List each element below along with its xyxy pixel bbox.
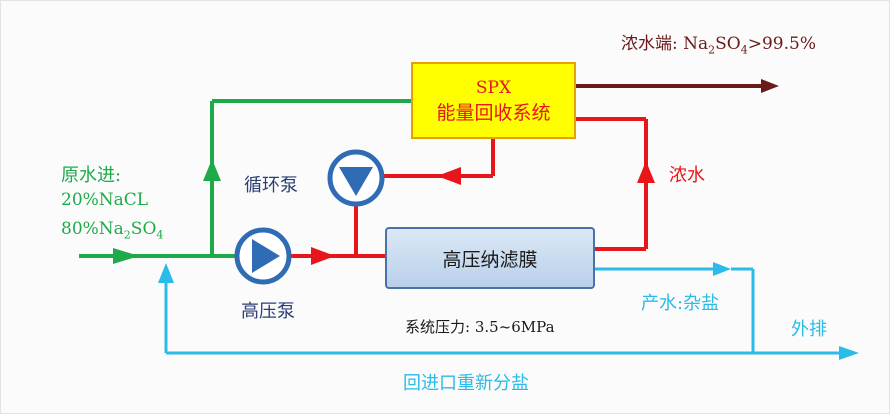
hp-arrow [311,247,335,265]
concentrate-label: 浓水 [669,165,705,186]
return-inlet-label: 回进口重新分盐 [403,373,529,394]
circulation-pump-icon [327,149,385,207]
system-pressure-label: 系统压力: 3.5~6MPa [405,318,555,336]
product-water-label: 产水:杂盐 [641,293,720,314]
product-arrow [713,262,731,276]
concentrate-end-label: 浓水端: Na2SO4>99.5% [621,34,816,57]
concentrate-outlet-line [576,79,779,93]
circulation-pump-label: 循环泵 [244,175,298,196]
raw-water-in-label: 原水进: [61,165,122,186]
high-pressure-pump-icon [234,227,292,285]
raw-nacl-label: 20%NaCL [61,190,149,210]
spx-subtitle: 能量回收系统 [436,101,551,124]
high-pressure-lines [289,117,655,265]
product-water-lines [158,262,859,360]
spx-energy-recovery-box: SPX 能量回收系统 [411,62,576,139]
spx-title: SPX [475,77,512,98]
discharge-label: 外排 [791,319,827,340]
raw-water-line [79,99,411,264]
concentrate-arrow [637,161,655,183]
membrane-label: 高压纳滤膜 [442,248,538,271]
bypass-arrow [203,159,221,181]
high-pressure-pump-label: 高压泵 [241,301,295,322]
discharge-arrow [839,346,859,360]
concentrate-outlet-arrow [761,79,779,93]
raw-water-arrow [113,248,139,264]
nanofiltration-membrane: 高压纳滤膜 [385,227,595,289]
return-arrow [437,167,461,185]
raw-na2so4-label: 80%Na2SO4 [61,219,164,242]
return-up-arrow [158,263,174,283]
